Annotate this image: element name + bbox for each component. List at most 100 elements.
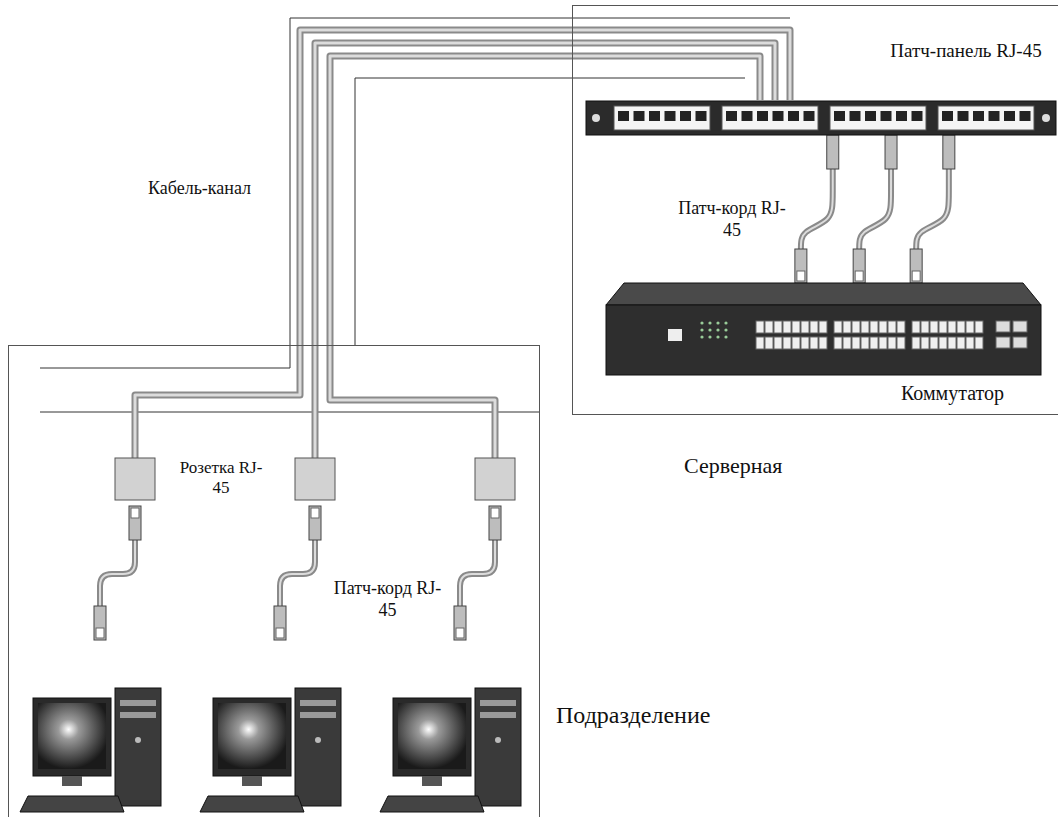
rj45-port (726, 111, 737, 121)
rj45-port (957, 337, 965, 349)
port-block (614, 106, 710, 130)
cable-channel-label: Кабель-канал (148, 178, 251, 200)
rj45-port (888, 337, 896, 349)
rj45-port (696, 111, 707, 121)
patch-cord (454, 506, 501, 640)
rj45-port (834, 111, 845, 121)
cable (330, 56, 760, 458)
rj45-port (861, 337, 869, 349)
patch-cord (795, 135, 839, 283)
rj45-port (843, 321, 851, 333)
rj45-plug (910, 249, 922, 283)
rj45-plug (885, 135, 897, 169)
status-led (708, 321, 711, 324)
rj45-port (989, 111, 1000, 121)
computer (380, 688, 521, 812)
status-led (708, 335, 711, 338)
rj45-port (810, 321, 818, 333)
rj45-port (921, 321, 929, 333)
status-led (724, 335, 727, 338)
switch-top (606, 283, 1041, 305)
rj45-port (665, 111, 676, 121)
rj45-port (801, 337, 809, 349)
status-led (708, 328, 711, 331)
patch-cord-label: Патч-корд RJ-45 (676, 198, 788, 241)
rj45-port (888, 321, 896, 333)
rj45-port (879, 337, 887, 349)
patch-cord (853, 135, 897, 283)
status-led (700, 321, 703, 324)
rj45-port (912, 111, 923, 121)
mount-hole (1042, 114, 1050, 122)
rj45-socket (295, 458, 335, 500)
rj45-socket (115, 458, 155, 500)
rj45-port (850, 111, 861, 121)
patch-cord (94, 506, 141, 640)
rj45-port (852, 321, 860, 333)
port-block (830, 106, 926, 130)
rj45-plug (912, 271, 920, 281)
socket-label: Розетка RJ-45 (176, 458, 266, 499)
rj45-plug (855, 271, 863, 281)
rj45-port (958, 111, 969, 121)
rj45-port (973, 111, 984, 121)
rj45-port (819, 337, 827, 349)
cable (135, 30, 790, 458)
rj45-port (773, 111, 784, 121)
rj45-port (975, 337, 983, 349)
rj45-port (1020, 111, 1031, 121)
rj45-port (843, 337, 851, 349)
sfp-port (1013, 321, 1027, 332)
rj45-port (834, 337, 842, 349)
rj45-port (1004, 111, 1015, 121)
status-led (700, 328, 703, 331)
port-block (722, 106, 818, 130)
node-label: Коммутатор (901, 381, 1004, 405)
sfp-port (1013, 337, 1027, 348)
mount-hole (592, 114, 600, 122)
rj45-port (765, 337, 773, 349)
rj45-port (942, 111, 953, 121)
status-led (700, 335, 703, 338)
rj45-port (966, 337, 974, 349)
console-port (668, 329, 682, 341)
rj45-port (834, 321, 842, 333)
rj45-port (819, 321, 827, 333)
patch-panel-body (586, 101, 1056, 135)
rj45-port (939, 321, 947, 333)
cable (330, 56, 760, 458)
rj45-port (792, 337, 800, 349)
status-led (716, 328, 719, 331)
rj45-port (852, 337, 860, 349)
rj45-port (870, 321, 878, 333)
patch-cord-label: Патч-корд RJ-45 (330, 578, 445, 621)
node-label: Патч-панель RJ-45 (886, 39, 1046, 63)
rj45-socket (475, 458, 515, 500)
rj45-port (912, 337, 920, 349)
rj45-port (742, 111, 753, 121)
rj45-port (957, 321, 965, 333)
rj45-port (810, 337, 818, 349)
rj45-port (649, 111, 660, 121)
rj45-port (618, 111, 629, 121)
rj45-port (966, 321, 974, 333)
rj45-port (680, 111, 691, 121)
computer (200, 688, 341, 812)
rj45-port (804, 111, 815, 121)
rj45-port (765, 321, 773, 333)
rj45-port (756, 337, 764, 349)
rj45-port (783, 337, 791, 349)
rj45-plug (853, 249, 865, 283)
rj45-port (879, 321, 887, 333)
rj45-port (930, 321, 938, 333)
status-led (724, 321, 727, 324)
panel-frame (586, 101, 1056, 135)
rj45-port (896, 111, 907, 121)
switch-front (606, 305, 1041, 375)
rj45-port (774, 337, 782, 349)
switch-body (606, 283, 1041, 375)
cable-channel (40, 412, 540, 413)
rj45-plug (797, 271, 805, 281)
node-label: Подразделение (556, 701, 710, 730)
